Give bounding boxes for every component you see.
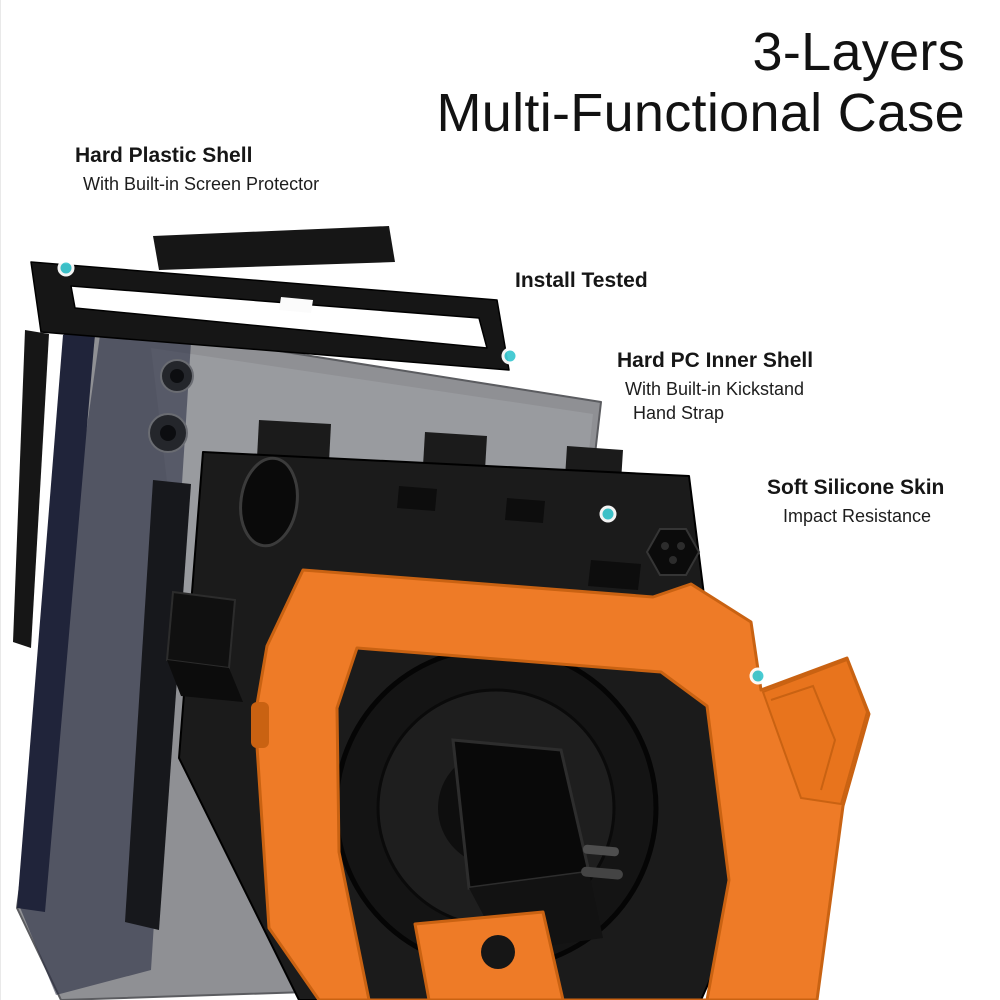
callout-dot-hard-pc-inner-shell <box>599 505 617 523</box>
callout-soft-silicone-skin: Soft Silicone Skin Impact Resistance <box>767 476 944 528</box>
callout-heading-hard-plastic-shell: Hard Plastic Shell <box>75 144 253 167</box>
callout-heading-hard-pc-inner-shell: Hard PC Inner Shell <box>617 349 814 372</box>
callout-dots <box>57 259 767 685</box>
callout-sub-hard-plastic-shell: With Built-in Screen Protector <box>83 174 320 195</box>
title-line-1: 3-Layers <box>752 22 965 82</box>
callout-dot-install-tested <box>501 347 519 365</box>
inner-shell-hex-cutout <box>645 528 701 576</box>
hard-plastic-shell-frame <box>30 261 510 371</box>
silicone-skin-frame <box>253 568 871 1000</box>
silicone-left-bump <box>251 702 269 748</box>
tablet-left-edge <box>17 322 96 912</box>
silicone-corner-facet-lines <box>770 684 837 791</box>
shell-left-side <box>13 330 49 648</box>
callout-install-tested: Install Tested <box>515 269 648 293</box>
shell-top-tab <box>153 226 395 270</box>
shell-bottom-notch <box>279 297 313 313</box>
inner-shell-cutout-1 <box>397 486 437 511</box>
ring-slot-2 <box>581 866 623 880</box>
inner-shell-cutout-3 <box>588 560 641 590</box>
inner-shell-kickstand <box>165 590 237 670</box>
inner-shell-cutout-2 <box>505 498 545 523</box>
hex-vent-dot-3 <box>669 556 677 564</box>
hex-vent-dot-1 <box>661 542 669 550</box>
title-line-2: Multi-Functional Case <box>436 83 965 144</box>
ring-slot-1 <box>582 844 619 857</box>
silicone-corner-guard <box>761 658 869 806</box>
hard-plastic-shell-layer <box>13 226 510 648</box>
callout-dot-hard-plastic-shell <box>57 259 75 277</box>
hex-vent-dot-2 <box>677 542 685 550</box>
inner-shell-kickstand-foot <box>167 660 243 702</box>
inner-shell-clip-1 <box>257 420 331 462</box>
callout-heading-install-tested: Install Tested <box>515 269 648 292</box>
inner-shell-clip-2 <box>423 432 487 470</box>
callout-sub1-hard-pc-inner-shell: With Built-in Kickstand <box>625 379 805 400</box>
callout-sub-soft-silicone-skin: Impact Resistance <box>783 506 932 527</box>
camera-lens-top-glass <box>170 369 184 383</box>
callout-dot-soft-silicone-skin <box>749 667 767 685</box>
camera-lens-bottom-glass <box>160 425 176 441</box>
silicone-bottom-button-hole <box>481 935 515 969</box>
silicone-skin-layer <box>251 568 871 1000</box>
callout-hard-pc-inner-shell: Hard PC Inner Shell With Built-in Kickst… <box>617 349 813 424</box>
callout-hard-plastic-shell: Hard Plastic Shell With Built-in Screen … <box>75 144 319 196</box>
inner-shell-camera-hole <box>239 456 299 548</box>
callout-heading-soft-silicone-skin: Soft Silicone Skin <box>767 476 945 499</box>
callout-sub2-hard-pc-inner-shell: Hand Strap <box>633 402 725 423</box>
page-title: 3-Layers Multi-Functional Case <box>436 22 965 144</box>
